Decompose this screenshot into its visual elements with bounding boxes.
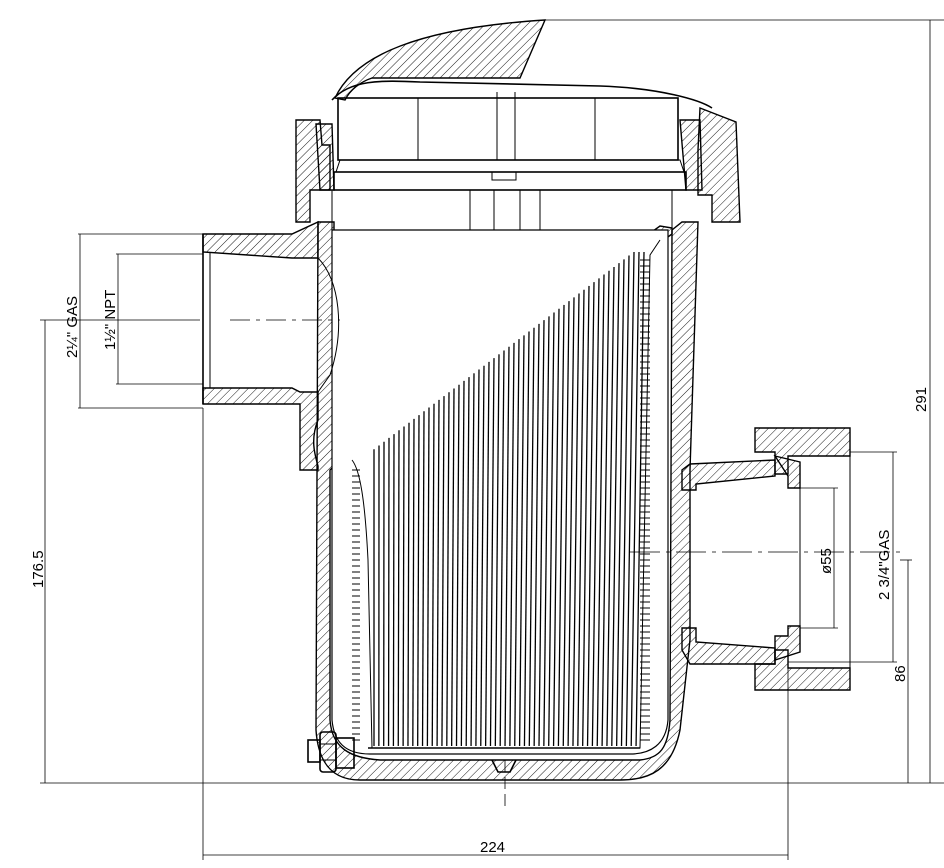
- dim-inlet-height: 176.5: [30, 550, 47, 588]
- lid-nut-left: [296, 120, 334, 222]
- dim-overall-height: 291: [913, 387, 930, 412]
- dim-inlet-npt: 1½" NPT: [102, 290, 119, 350]
- lid-cap: [334, 92, 686, 190]
- dim-outlet-gas: 2 3/4"GAS: [876, 530, 893, 600]
- lid-nut-right: [680, 108, 740, 222]
- dim-outlet-diameter: ø55: [818, 548, 835, 574]
- dim-overall-width: 224: [480, 839, 505, 856]
- dim-inlet-gas: 2¼" GAS: [64, 296, 81, 358]
- basket-right-ribs: [640, 260, 650, 740]
- dim-outlet-height: 86: [892, 665, 909, 682]
- lid-dome: [332, 20, 712, 108]
